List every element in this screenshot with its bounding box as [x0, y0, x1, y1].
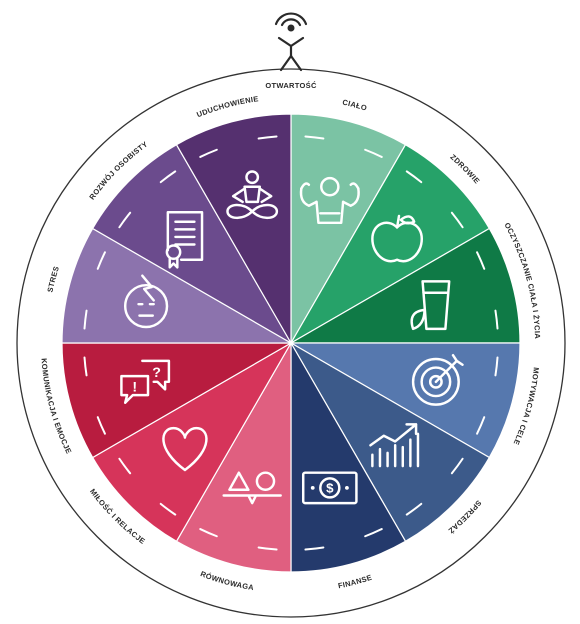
apple-icon — [371, 214, 424, 263]
wheel-segment — [175, 340, 292, 573]
glass-leaf-icon — [410, 280, 451, 331]
dash-arc — [304, 135, 325, 140]
dash-arc — [364, 528, 383, 538]
dash-arc — [304, 546, 325, 551]
dash-arc — [159, 502, 177, 516]
wheel-segment — [91, 341, 293, 543]
dash-arc — [405, 170, 423, 184]
open-person-icon — [274, 12, 308, 72]
dash-arc — [159, 170, 177, 184]
dash-arc — [199, 148, 218, 158]
wheel-segment — [290, 113, 407, 346]
svg-text:!: ! — [132, 379, 137, 395]
wheel-segment — [289, 143, 491, 345]
speech-bubbles-icon: !? — [120, 359, 171, 404]
dash-arc — [83, 309, 88, 330]
wheel-segment — [175, 113, 292, 346]
dash-arc — [257, 546, 278, 551]
dash-arc — [450, 457, 464, 475]
dash-arc — [118, 457, 132, 475]
dash-arc — [476, 251, 486, 270]
dash-arc — [199, 528, 218, 538]
target-icon — [411, 353, 464, 406]
dash-arc — [118, 211, 132, 229]
wheel-segments — [61, 113, 521, 573]
svg-text:$: $ — [326, 481, 334, 496]
wheel-segment — [290, 340, 407, 573]
wheel-segment — [61, 227, 294, 344]
wheel-segment — [61, 342, 294, 459]
dash-arc — [83, 356, 88, 377]
dash-arc — [96, 416, 106, 435]
dash-arc — [405, 502, 423, 516]
balance-icon — [222, 471, 282, 505]
dash-arc — [450, 211, 464, 229]
wheel-segment — [289, 341, 491, 543]
dash-arc — [364, 148, 383, 158]
dash-arc — [494, 356, 499, 377]
dash-arc — [476, 416, 486, 435]
segment-dash-arcs — [83, 135, 499, 551]
certificate-icon — [165, 210, 204, 269]
outer-ring — [16, 68, 566, 618]
wheel-title: OTWARTOŚĆ — [265, 81, 317, 90]
strong-person-icon — [299, 176, 360, 225]
dash-arc — [257, 135, 278, 140]
meditation-icon — [226, 170, 279, 220]
wheel-segment — [288, 342, 521, 459]
segment-icons: $!? — [120, 170, 464, 505]
wheel-segment — [288, 227, 521, 344]
stressed-face-icon — [123, 274, 169, 329]
banknote-icon: $ — [301, 471, 358, 505]
dash-arc — [494, 309, 499, 330]
svg-text:?: ? — [152, 365, 161, 381]
dash-arc — [96, 251, 106, 270]
heart-icon — [162, 426, 208, 472]
growth-chart-icon — [369, 423, 420, 468]
